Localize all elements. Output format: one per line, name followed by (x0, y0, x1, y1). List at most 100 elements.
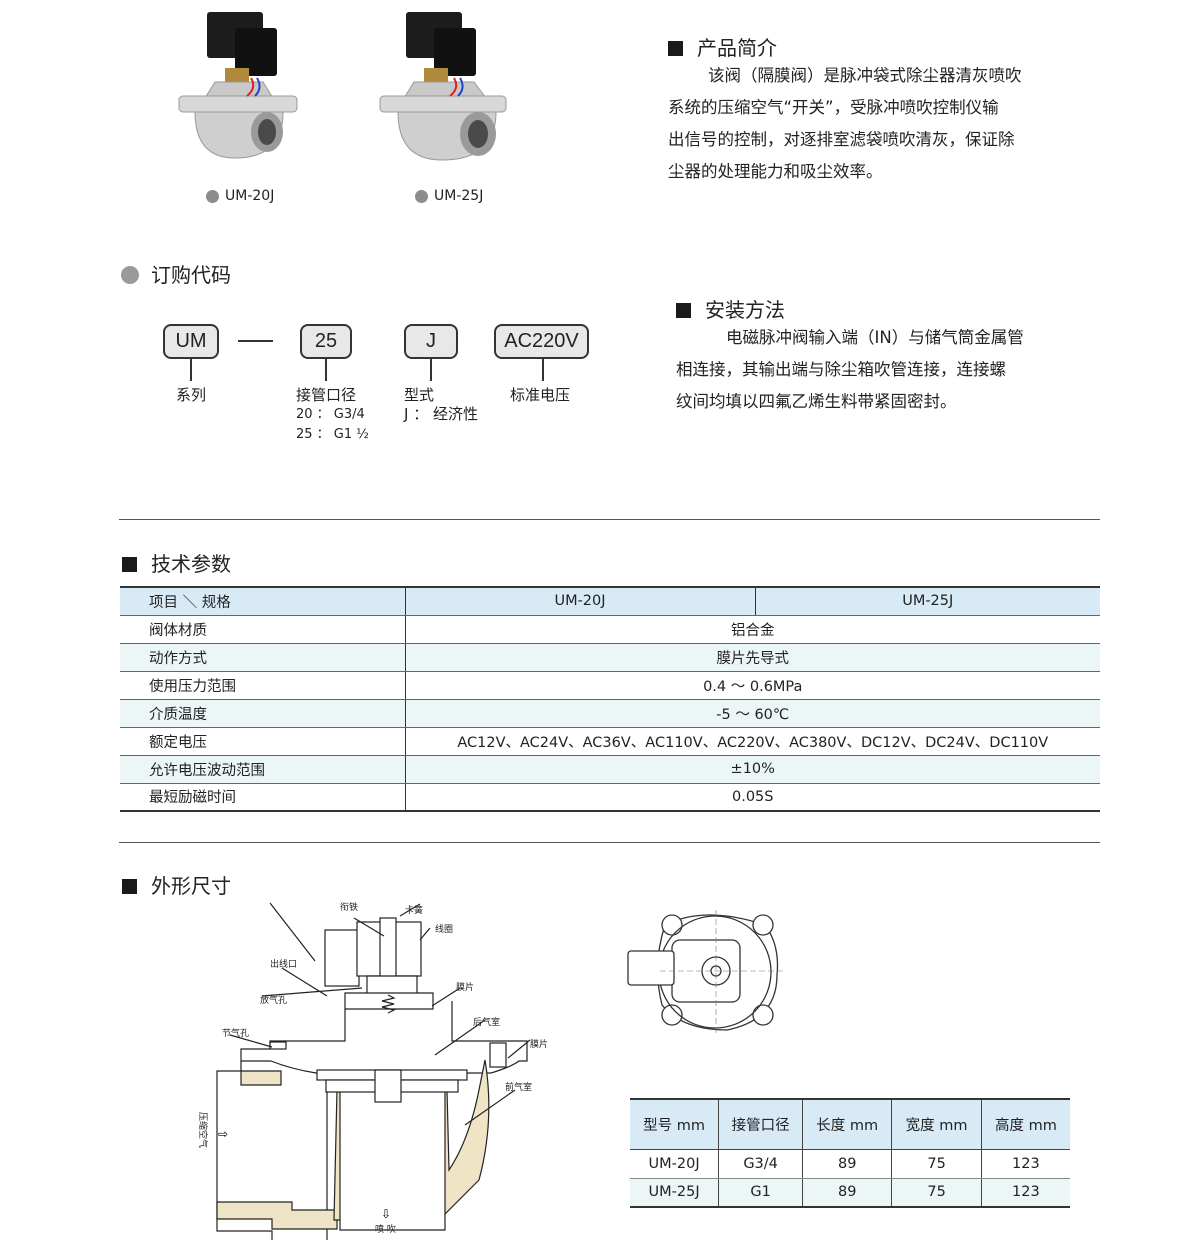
header-cell: UM-25J (755, 587, 1100, 616)
caption-text: UM-25J (434, 188, 484, 204)
row-value: ±10% (405, 755, 1100, 784)
header-cell: 项目 ＼ 规格 (120, 587, 406, 616)
order-heading: 订购代码 (121, 259, 231, 288)
table-row: 阀体材质铝合金 (120, 615, 1100, 644)
install-title: 安装方法 (705, 298, 785, 322)
table-row: 允许电压波动范围±10% (120, 755, 1100, 784)
row-value: 膜片先导式 (405, 643, 1100, 672)
port-label: 接管口径 (296, 386, 357, 404)
row-value: AC12V、AC24V、AC36V、AC110V、AC220V、AC380V、D… (405, 727, 1100, 756)
label-clip: 卡簧 (405, 904, 423, 916)
connector-line (430, 359, 432, 381)
label-vent: 放气孔 (260, 994, 287, 1006)
code-series-box: UM (163, 324, 219, 359)
intro-title: 产品简介 (697, 36, 777, 60)
port-option: 20 ： G3/4 (296, 407, 365, 422)
caption-um25j: UM-25J (415, 188, 483, 204)
intro-line: 系统的压缩空气“开关”，受脉冲喷吹控制仪输 (668, 98, 999, 117)
row-label: 允许电压波动范围 (120, 755, 406, 784)
tech-spec-table: 项目 ＼ 规格 UM-20J UM-25J 阀体材质铝合金 动作方式膜片先导式 … (120, 586, 1100, 812)
cell: 123 (981, 1178, 1070, 1207)
series-label: 系列 (176, 386, 207, 404)
header-cell: UM-20J (405, 587, 756, 616)
valve-top-view-diagram (627, 910, 785, 1035)
connector-line (190, 359, 192, 381)
header-cell: 型号 mm (630, 1099, 720, 1150)
table-row: 动作方式膜片先导式 (120, 643, 1100, 672)
row-label: 阀体材质 (120, 615, 406, 644)
code-dash (238, 340, 273, 342)
cell: 75 (891, 1149, 982, 1179)
cell: 75 (891, 1178, 982, 1207)
cell: 123 (981, 1149, 1070, 1179)
cell: UM-20J (630, 1149, 720, 1179)
row-value: 0.4 ～ 0.6MPa (405, 671, 1100, 700)
table-header-row: 型号 mm 接管口径 长度 mm 宽度 mm 高度 mm (630, 1099, 1070, 1150)
cell: UM-25J (630, 1178, 720, 1207)
install-paragraph: 电磁脉冲阀输入端（IN）与储气筒金属管 相连接，其输出端与除尘箱吹管连接，连接螺… (676, 322, 1076, 418)
code-voltage-box: AC220V (494, 324, 589, 359)
install-line: 纹间均填以四氟乙烯生料带紧固密封。 (676, 392, 957, 411)
square-bullet-icon (122, 557, 137, 572)
label-front-chamber: 前气室 (505, 1081, 532, 1093)
table-row: 介质温度-5 ～ 60℃ (120, 699, 1100, 728)
row-label: 最短励磁时间 (120, 783, 406, 811)
caption-text: UM-20J (225, 188, 275, 204)
square-bullet-icon (676, 303, 691, 318)
row-value: 0.05S (732, 788, 774, 805)
bullet-dot-icon (206, 189, 219, 203)
square-bullet-icon (668, 41, 683, 56)
row-value: -5 ～ 60℃ (405, 699, 1100, 728)
label-throttle: 节气孔 (222, 1027, 249, 1039)
code-type-box: J (404, 324, 458, 359)
dims-title: 外形尺寸 (151, 874, 231, 898)
type-option: J ： 经济性 (404, 405, 478, 423)
connector-line (325, 359, 327, 381)
divider (119, 842, 1100, 843)
label-inlet: 压缩空气 (197, 1112, 209, 1148)
bullet-dot-icon (415, 189, 428, 203)
cell: 89 (802, 1178, 893, 1207)
type-label: 型式 (404, 386, 435, 404)
cell: 89 (802, 1149, 893, 1179)
install-line: 电磁脉冲阀输入端（IN）与储气筒金属管 (726, 328, 1024, 347)
cell: G3/4 (718, 1149, 804, 1179)
cell: G1 (718, 1178, 804, 1207)
install-heading: 安装方法 (676, 294, 785, 323)
install-line: 相连接，其输出端与除尘箱吹管连接，连接螺 (676, 360, 1006, 379)
divider (119, 519, 1100, 520)
header-cell: 长度 mm (802, 1099, 893, 1150)
tech-heading: 技术参数 (122, 548, 231, 577)
label-outlet: 出线口 (270, 958, 297, 970)
label-armature: 衔铁 (340, 901, 358, 913)
intro-line: 该阀（隔膜阀）是脉冲袋式除尘器清灰喷吹 (708, 66, 1022, 85)
port-option: 25 ： G1 ½ (296, 427, 369, 442)
row-label: 使用压力范围 (120, 671, 406, 700)
caption-um20j: UM-20J (206, 188, 274, 204)
header-cell: 宽度 mm (891, 1099, 982, 1150)
intro-line: 出信号的控制，对逐排室滤袋喷吹清灰，保证除 (668, 130, 1015, 149)
intro-heading: 产品简介 (668, 32, 777, 61)
table-row: 最短励磁时间 0.05S (120, 783, 1100, 811)
valve-cross-section-diagram: 衔铁 卡簧 线圈 出线口 放气孔 膜片 后气室 节气孔 膜片 前气室 压缩空气 … (197, 901, 548, 1240)
connector-line (542, 359, 544, 381)
arrow-down-icon: ⇩ (381, 1207, 391, 1221)
voltage-label: 标准电压 (510, 386, 571, 404)
label-coil: 线圈 (435, 923, 453, 935)
label-diaphragm: 膜片 (456, 981, 474, 993)
square-bullet-icon (122, 879, 137, 894)
circle-bullet-icon (121, 266, 139, 284)
label-diaphragm: 膜片 (530, 1038, 548, 1050)
order-title: 订购代码 (151, 263, 231, 287)
intro-paragraph: 该阀（隔膜阀）是脉冲袋式除尘器清灰喷吹 系统的压缩空气“开关”，受脉冲喷吹控制仪… (668, 60, 1068, 188)
table-header-row: 项目 ＼ 规格 UM-20J UM-25J (120, 587, 1100, 616)
code-port-box: 25 (300, 324, 352, 359)
row-value: 铝合金 (405, 615, 1100, 644)
header-cell: 接管口径 (718, 1099, 804, 1150)
header-cell: 高度 mm (981, 1099, 1070, 1150)
